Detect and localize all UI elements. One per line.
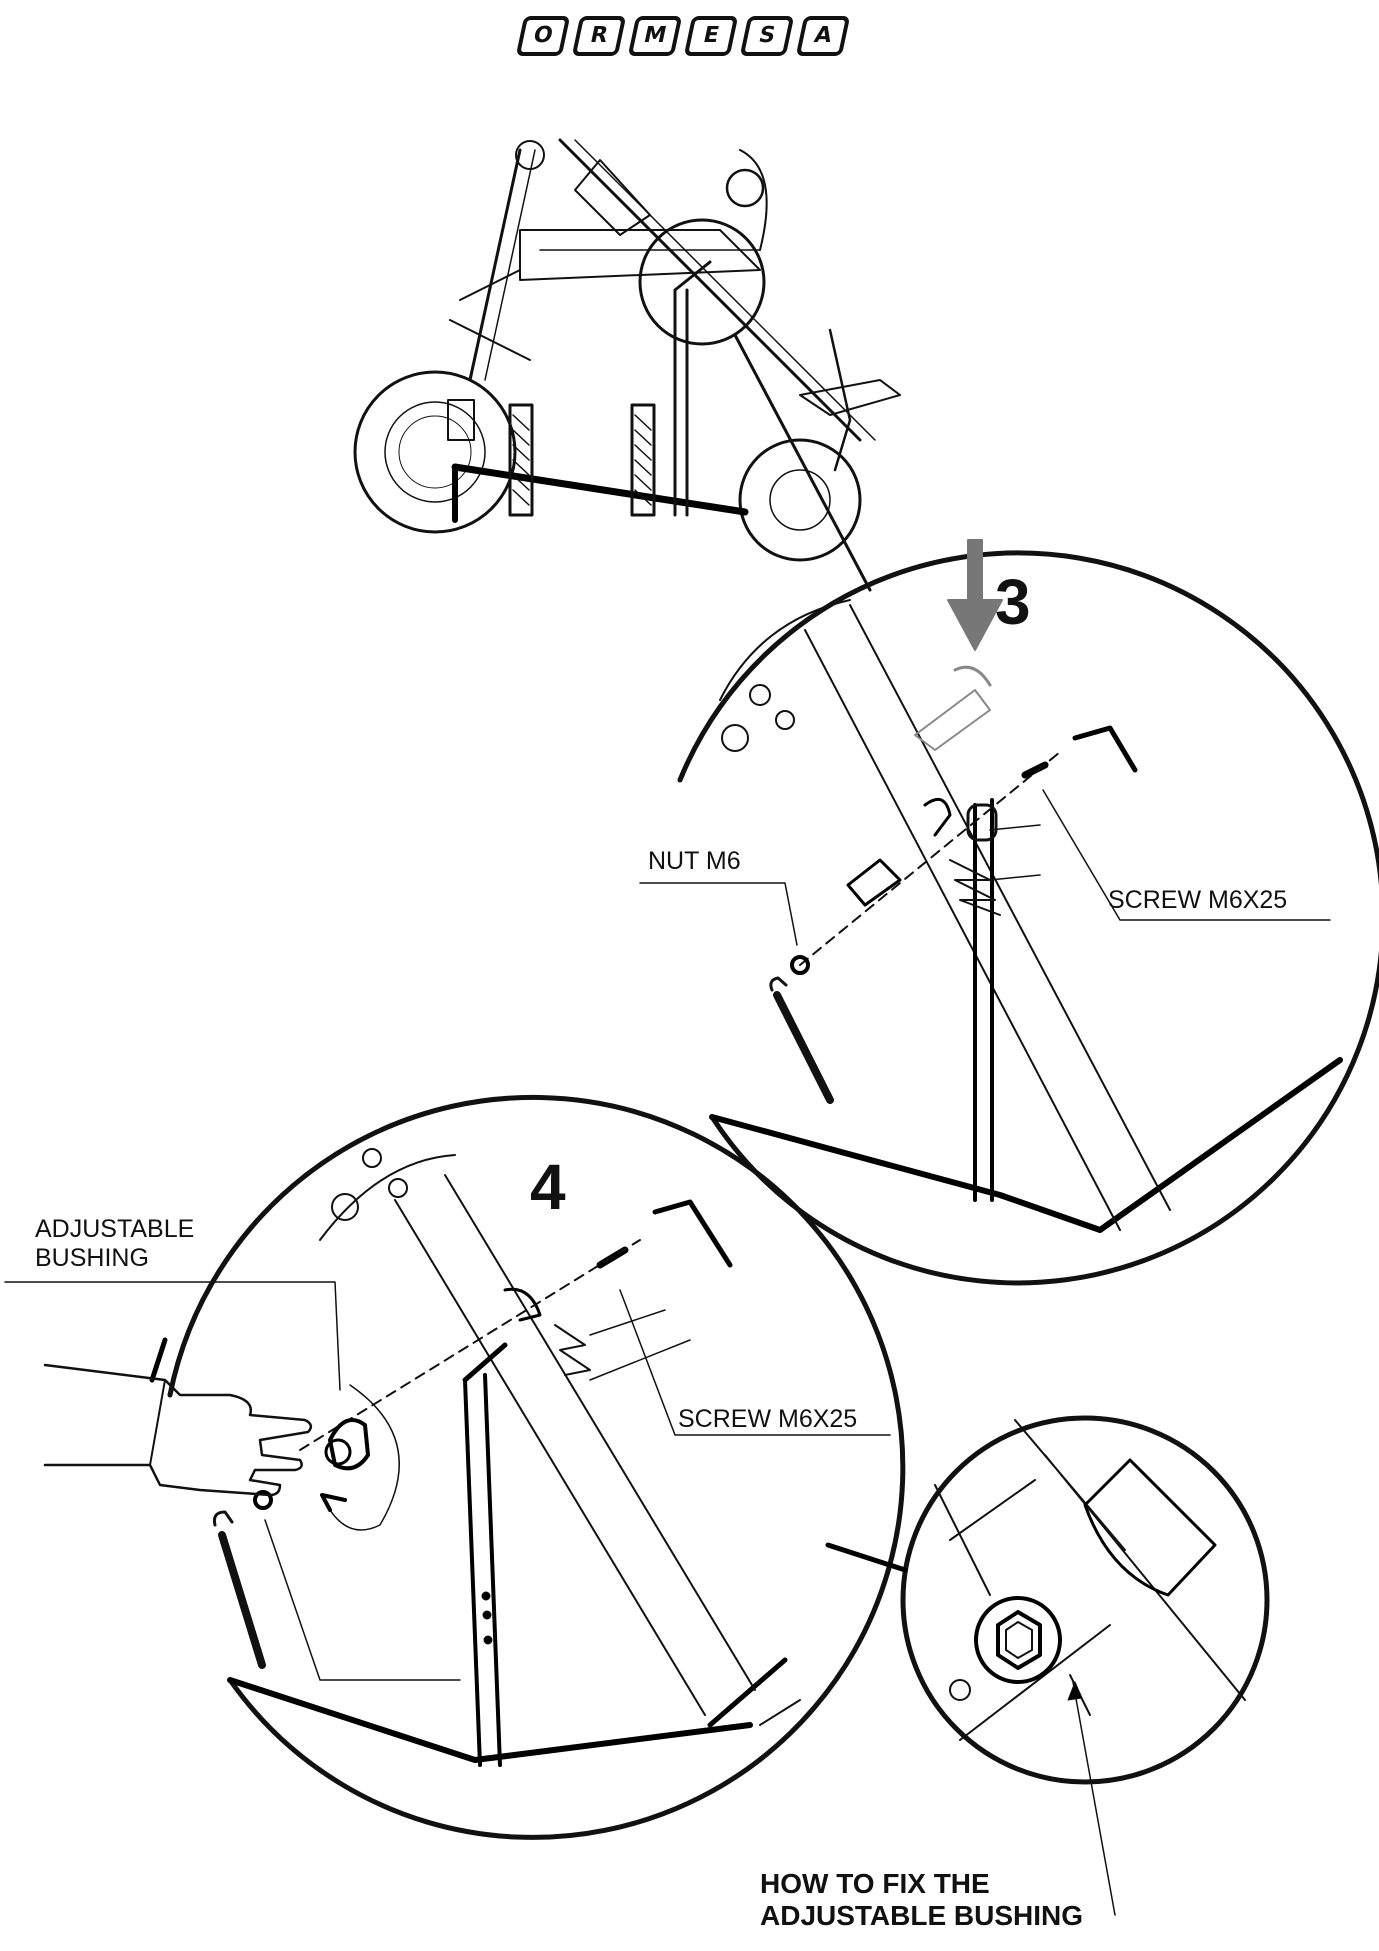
adjustable-bushing-label-line2: BUSHING (35, 1244, 149, 1272)
step-number-3: 3 (995, 566, 1031, 638)
adjustable-bushing-label-line1: ADJUSTABLE (35, 1215, 195, 1243)
detail-step-4 (4, 1094, 906, 1840)
screw-m6x25-label-step4: SCREW M6X25 (678, 1405, 858, 1433)
wheelchair-overview (353, 138, 901, 592)
step-number-4: 4 (530, 1151, 566, 1223)
detail-bushing-fix (825, 1415, 1270, 1916)
how-to-fix-caption-line1: HOW TO FIX THE (760, 1868, 990, 1899)
how-to-fix-caption-line2: ADJUSTABLE BUSHING (760, 1900, 1084, 1931)
nut-m6-label: NUT M6 (648, 847, 741, 875)
detail-step-3 (639, 539, 1379, 1286)
adjustable-bushing-label: ADJUSTABLE BUSHING (35, 1215, 194, 1273)
screw-m6x25-label-step3: SCREW M6X25 (1108, 886, 1288, 914)
how-to-fix-caption: HOW TO FIX THE ADJUSTABLE BUSHING (760, 1868, 1083, 1932)
